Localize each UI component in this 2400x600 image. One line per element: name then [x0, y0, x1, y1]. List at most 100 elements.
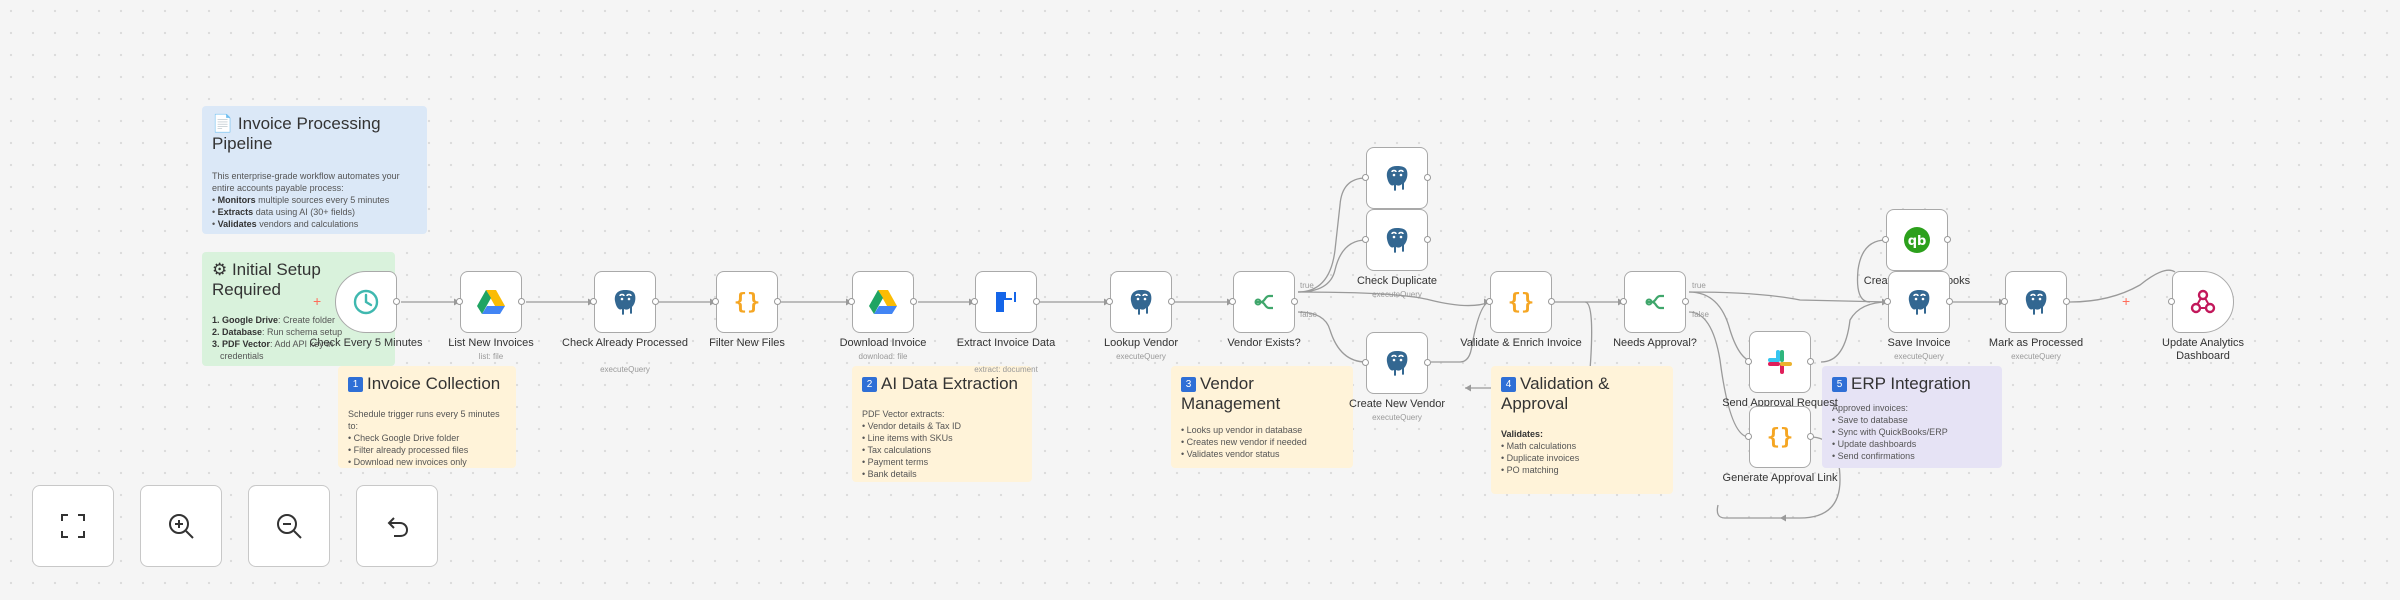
postgres-icon	[1126, 287, 1156, 317]
note-extraction-intro: PDF Vector extracts:	[862, 409, 945, 419]
input-port[interactable]	[1884, 298, 1891, 305]
note-erp-item: • Save to database	[1832, 415, 1908, 425]
note-vendor-item: • Creates new vendor if needed	[1181, 437, 1307, 447]
input-port[interactable]	[1745, 433, 1752, 440]
node-list[interactable]	[460, 271, 522, 333]
add-node-plus-icon[interactable]: +	[2122, 293, 2131, 309]
node-save[interactable]	[1888, 271, 1950, 333]
output-port[interactable]	[1168, 298, 1175, 305]
input-port[interactable]	[1620, 298, 1627, 305]
input-port[interactable]	[2168, 298, 2175, 305]
input-port[interactable]	[2001, 298, 2008, 305]
slack-icon	[1766, 348, 1794, 376]
output-port[interactable]	[1807, 433, 1814, 440]
wire-vendor-validate	[1297, 291, 1491, 307]
node-check-dup[interactable]	[1366, 209, 1428, 271]
node-quickbooks[interactable]: qb	[1886, 209, 1948, 271]
input-port[interactable]	[712, 298, 719, 305]
wire-vendor-dup	[1297, 239, 1367, 293]
node-create-vendor[interactable]	[1366, 332, 1428, 394]
node-label: Download Invoice	[839, 337, 927, 349]
note-pipeline: 📄 Invoice Processing Pipeline This enter…	[202, 106, 427, 234]
edge-label-true: true	[1692, 281, 1706, 290]
node-label: Validate & Enrich Invoice	[1460, 337, 1582, 349]
add-node-plus-icon[interactable]: +	[313, 293, 322, 309]
node-label: Filter New Files	[709, 337, 785, 349]
node-download[interactable]	[852, 271, 914, 333]
postgres-icon	[1382, 348, 1412, 378]
input-port[interactable]	[1882, 236, 1889, 243]
note-extraction-item: • Line items with SKUs	[862, 433, 953, 443]
input-port[interactable]	[1745, 358, 1752, 365]
output-port[interactable]	[1424, 236, 1431, 243]
note-erp-item: • Update dashboards	[1832, 439, 1917, 449]
note-validation-item: • Math calculations	[1501, 441, 1577, 451]
zoom-out-button[interactable]	[248, 485, 330, 567]
output-port[interactable]	[1424, 174, 1431, 181]
node-validate[interactable]: {}	[1490, 271, 1552, 333]
node-analytics[interactable]	[2172, 271, 2234, 333]
step-badge: 5	[1832, 377, 1847, 392]
node-vendor-exists[interactable]	[1233, 271, 1295, 333]
code-braces-icon: {}	[1765, 422, 1795, 452]
input-port[interactable]	[456, 298, 463, 305]
node-send-approval[interactable]	[1749, 331, 1811, 393]
output-port[interactable]	[1944, 236, 1951, 243]
note-validation-item: • PO matching	[1501, 465, 1559, 475]
node-needs-approval[interactable]	[1624, 271, 1686, 333]
note-collection-item: • Filter already processed files	[348, 445, 469, 455]
node-check-processed[interactable]	[594, 271, 656, 333]
fit-view-button[interactable]	[32, 485, 114, 567]
input-port[interactable]	[1106, 298, 1113, 305]
output-port[interactable]	[1033, 298, 1040, 305]
output-port[interactable]	[774, 298, 781, 305]
node-extract[interactable]	[975, 271, 1037, 333]
wire-save-quickbooks	[1856, 239, 1887, 303]
node-filter[interactable]: {}	[716, 271, 778, 333]
input-port[interactable]	[1362, 236, 1369, 243]
zoom-in-button[interactable]	[140, 485, 222, 567]
edge-label-false: false	[1300, 310, 1317, 319]
note-vendor-item: • Looks up vendor in database	[1181, 425, 1303, 435]
output-port[interactable]	[1682, 298, 1689, 305]
node-mark[interactable]	[2005, 271, 2067, 333]
node-trigger[interactable]	[335, 271, 397, 333]
output-port[interactable]	[1807, 358, 1814, 365]
input-port[interactable]	[971, 298, 978, 305]
fullscreen-icon	[61, 514, 85, 538]
note-collection-item: • Check Google Drive folder	[348, 433, 460, 443]
note-vendor-item: • Validates vendor status	[1181, 449, 1280, 459]
output-port[interactable]	[393, 298, 400, 305]
input-port[interactable]	[848, 298, 855, 305]
input-port[interactable]	[1229, 298, 1236, 305]
note-setup-title: ⚙ Initial Setup Required	[212, 260, 321, 299]
node-gen-link[interactable]: {}	[1749, 406, 1811, 468]
output-port[interactable]	[1424, 359, 1431, 366]
node-subtitle: extract: document	[974, 365, 1038, 374]
wire-approval-send	[1688, 291, 1756, 363]
input-port[interactable]	[1486, 298, 1493, 305]
node-subtitle: executeQuery	[2011, 352, 2061, 361]
node-label: Check Duplicate	[1356, 275, 1438, 287]
output-port[interactable]	[1548, 298, 1555, 305]
output-port[interactable]	[1291, 298, 1298, 305]
wire-mark-analytics	[2069, 269, 2176, 303]
node-label: Send Approval Request	[1722, 397, 1838, 409]
node-check-p-o[interactable]	[1366, 147, 1428, 209]
node-lookup[interactable]	[1110, 271, 1172, 333]
input-port[interactable]	[590, 298, 597, 305]
output-port[interactable]	[1946, 298, 1953, 305]
output-port[interactable]	[518, 298, 525, 305]
svg-text:{}: {}	[734, 290, 761, 315]
output-port[interactable]	[2063, 298, 2070, 305]
output-port[interactable]	[652, 298, 659, 305]
input-port[interactable]	[1362, 359, 1369, 366]
note-erp-item: • Send confirmations	[1832, 451, 1915, 461]
reset-zoom-button[interactable]	[356, 485, 438, 567]
output-port[interactable]	[910, 298, 917, 305]
input-port[interactable]	[1362, 174, 1369, 181]
